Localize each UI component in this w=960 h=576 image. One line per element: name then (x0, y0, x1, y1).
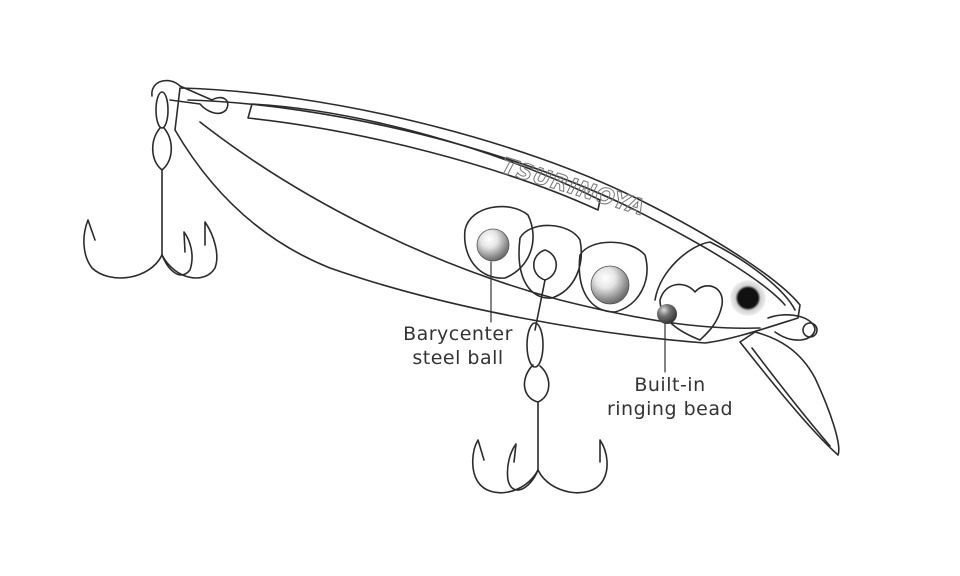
side-window-panel (247, 103, 601, 211)
rear-hook-eye (151, 79, 229, 115)
lure-body (174, 87, 801, 344)
rear-treble-hook (83, 91, 218, 279)
ringing-bead-label-line2: ringing bead (606, 398, 734, 420)
tow-eye (767, 314, 816, 341)
steel-ball-label-line1: Barycenter (403, 323, 513, 345)
belly-treble-hook (471, 249, 608, 494)
lure-lateral-line (199, 121, 761, 330)
ringing-bead-label-line1: Built-in (634, 374, 706, 396)
ball-chamber-2 (518, 224, 582, 299)
ball-chamber-1 (463, 205, 534, 279)
steel-ball-label-line2: steel ball (412, 347, 504, 369)
ball-chamber-3 (578, 241, 648, 313)
diving-lip (739, 331, 840, 456)
lure-inner-contour (187, 99, 786, 306)
ringing-bead-callout: Built-in ringing bead (590, 373, 750, 421)
lure-eye (730, 280, 766, 316)
steel-ball-callout: Barycenter steel ball (378, 322, 538, 370)
ringing-bead (657, 304, 677, 324)
steel-ball-2 (590, 265, 630, 305)
head-plate (654, 241, 796, 311)
steel-ball-1 (476, 228, 510, 262)
bead-chamber (659, 283, 723, 341)
